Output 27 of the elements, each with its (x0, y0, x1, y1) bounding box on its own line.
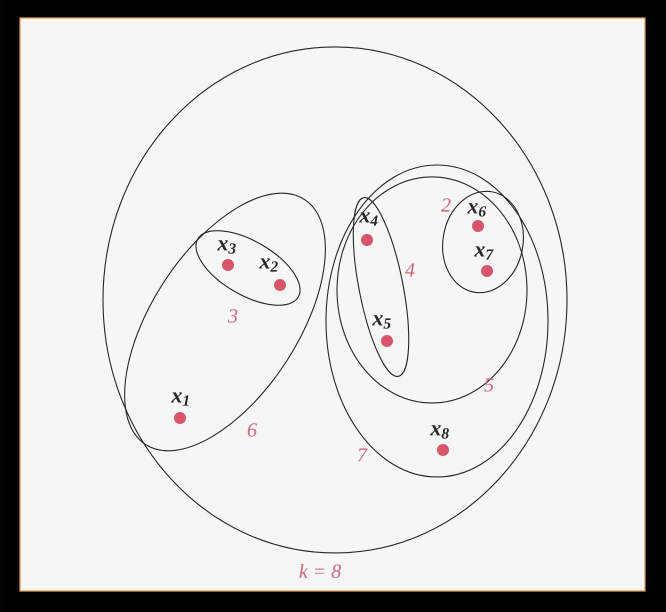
data-point: x$_{7}$ (474, 246, 494, 277)
cluster-number: 2 (441, 198, 451, 212)
data-point: x$_{8}$ (430, 425, 449, 456)
cluster-ellipse (325, 164, 549, 478)
node-label: x$_{8}$ (430, 425, 449, 439)
cluster-number: 4 (405, 263, 415, 277)
node-label: x$_{6}$ (467, 203, 486, 217)
node-label: x$_{2}$ (259, 258, 278, 272)
data-point: x$_{3}$ (217, 240, 236, 271)
cluster-number: k = 8 (299, 564, 341, 578)
node-label: x$_{4}$ (359, 212, 378, 226)
cluster-number: 7 (358, 448, 368, 462)
data-point: x$_{6}$ (467, 203, 486, 232)
node-label: x$_{7}$ (474, 246, 494, 260)
cluster-number: 6 (248, 423, 257, 437)
cluster-ellipse (102, 46, 568, 554)
node-label: x$_{3}$ (217, 240, 236, 254)
data-point: x$_{2}$ (259, 258, 286, 291)
data-point: x$_{1}$ (171, 392, 189, 424)
cluster-ellipse (336, 176, 528, 404)
data-point: x$_{5}$ (372, 315, 393, 347)
data-point: x$_{4}$ (359, 212, 378, 246)
node-label: x$_{1}$ (171, 392, 189, 406)
node-label: x$_{5}$ (372, 315, 391, 329)
cluster-number: 3 (228, 309, 238, 323)
cluster-ellipse (442, 190, 524, 294)
cluster-number: 5 (484, 378, 494, 392)
